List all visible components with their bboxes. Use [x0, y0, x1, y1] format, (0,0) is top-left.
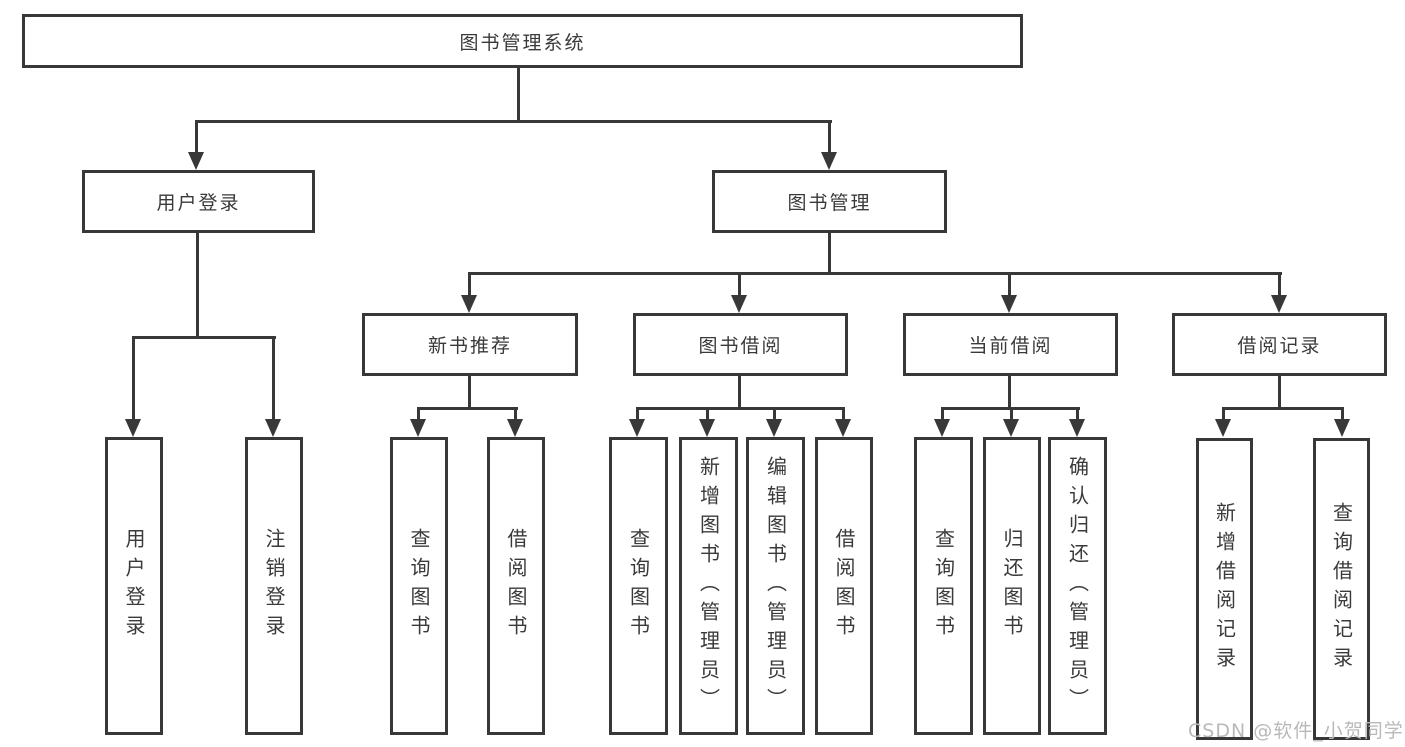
leaf-logout: 注销登录: [245, 437, 303, 735]
connector-leaf-stub: [706, 407, 709, 421]
leaf-query-books-borrow: 查询图书: [609, 437, 668, 735]
connector-to-leaf-user-login: [132, 336, 135, 421]
connector-leaf-stub: [773, 407, 776, 421]
connector-user-login-stem: [196, 233, 199, 339]
node-user-login: 用户登录: [82, 170, 315, 233]
connector-leaf-stub: [1341, 407, 1344, 421]
connector-book-management-stem: [828, 233, 831, 275]
arrow-down-icon: [821, 152, 837, 170]
node-library-management-system: 图书管理系统: [22, 14, 1023, 68]
connector-leaf-stub: [842, 407, 845, 421]
connector-to-book-management: [828, 120, 831, 156]
leaf-add-books-admin: 新增图书（管理员）: [679, 437, 738, 735]
connector-book-borrow-rail: [636, 407, 845, 410]
connector-borrow-records-stem: [1278, 376, 1281, 410]
node-book-management: 图书管理: [712, 170, 947, 233]
arrow-down-icon: [835, 419, 851, 437]
leaf-edit-books-admin: 编辑图书（管理员）: [746, 437, 805, 735]
connector-to-user-login: [195, 120, 198, 156]
arrow-down-icon: [629, 419, 645, 437]
connector-to-new-book: [468, 272, 471, 297]
connector-to-leaf-logout: [272, 336, 275, 421]
leaf-query-borrow-record: 查询借阅记录: [1313, 438, 1370, 740]
connector-root-stem: [517, 68, 520, 123]
leaf-add-borrow-record: 新增借阅记录: [1196, 438, 1253, 740]
arrow-down-icon: [1334, 419, 1350, 437]
connector-to-borrow-records: [1278, 272, 1281, 297]
arrow-down-icon: [461, 295, 477, 313]
connector-book-borrow-stem: [738, 376, 741, 410]
connector-to-current-borrow: [1008, 272, 1011, 297]
connector-borrow-records-rail: [1222, 407, 1344, 410]
connector-leaf-stub: [1076, 407, 1079, 421]
connector-to-book-borrow: [738, 272, 741, 297]
arrow-down-icon: [1215, 419, 1231, 437]
leaf-query-books-current: 查询图书: [914, 437, 973, 735]
connector-leaf-stub: [1010, 407, 1013, 421]
connector-leaf-stub: [941, 407, 944, 421]
connector-leaf-stub: [1222, 407, 1225, 421]
arrow-down-icon: [125, 419, 141, 437]
arrow-down-icon: [1069, 419, 1085, 437]
arrow-down-icon: [1001, 295, 1017, 313]
connector-book-management-rail: [468, 272, 1282, 275]
connector-root-rail: [195, 120, 832, 123]
arrow-down-icon: [766, 419, 782, 437]
watermark: CSDN @软件_小贺同学: [1188, 720, 1404, 742]
connector-leaf-stub: [417, 407, 420, 421]
arrow-down-icon: [699, 419, 715, 437]
leaf-query-books-recommend: 查询图书: [390, 437, 448, 735]
arrow-down-icon: [934, 419, 950, 437]
arrow-down-icon: [410, 419, 426, 437]
node-current-borrow: 当前借阅: [903, 313, 1118, 376]
connector-leaf-stub: [636, 407, 639, 421]
arrow-down-icon: [1271, 295, 1287, 313]
arrow-down-icon: [1003, 419, 1019, 437]
arrow-down-icon: [265, 419, 281, 437]
arrow-down-icon: [731, 295, 747, 313]
leaf-return-books: 归还图书: [983, 437, 1041, 735]
connector-leaf-stub: [514, 407, 517, 421]
connector-user-login-rail: [132, 336, 276, 339]
arrow-down-icon: [188, 152, 204, 170]
arrow-down-icon: [507, 419, 523, 437]
leaf-user-login: 用户登录: [105, 437, 163, 735]
node-new-book-recommend: 新书推荐: [362, 313, 578, 376]
connector-new-book-stem: [468, 376, 471, 410]
node-borrow-records: 借阅记录: [1172, 313, 1387, 376]
connector-current-borrow-stem: [1008, 376, 1011, 410]
leaf-confirm-return-admin: 确认归还（管理员）: [1048, 437, 1107, 735]
leaf-borrow-books: 借阅图书: [815, 437, 873, 735]
connector-new-book-rail: [417, 407, 518, 410]
leaf-borrow-books-recommend: 借阅图书: [487, 437, 545, 735]
node-book-borrow: 图书借阅: [633, 313, 848, 376]
